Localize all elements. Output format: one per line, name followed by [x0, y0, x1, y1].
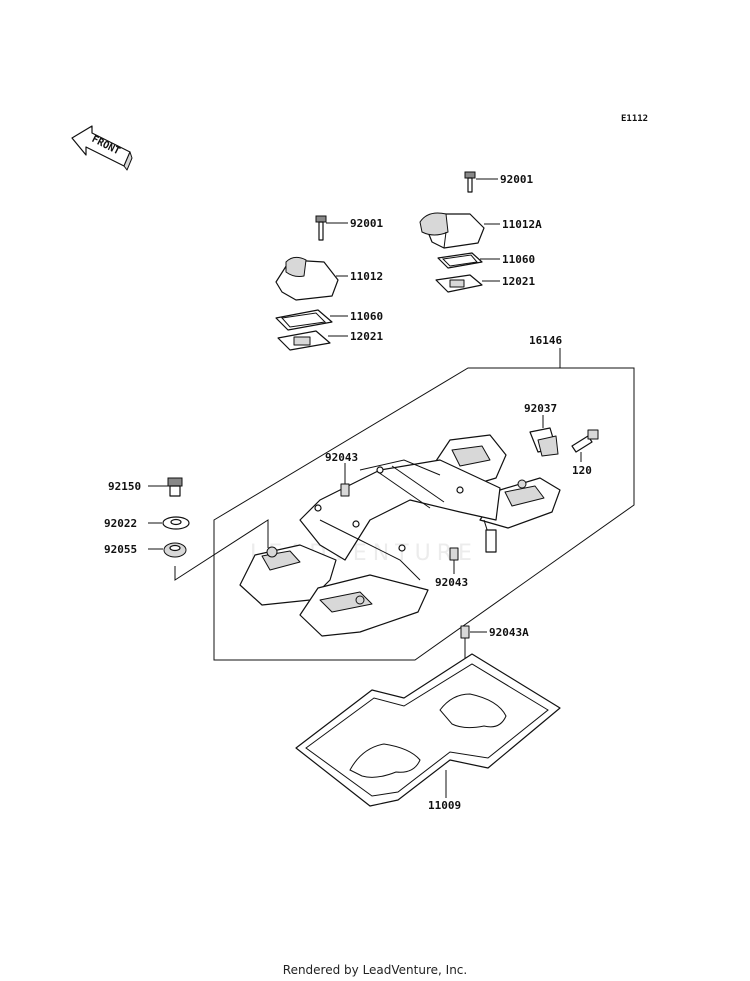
label-92043-upper: 92043 [325, 451, 358, 464]
label-92043a: 92043A [489, 626, 529, 639]
pin-92043-lower [449, 547, 459, 561]
label-11009: 11009 [428, 799, 461, 812]
gasket-11060-left [275, 309, 333, 331]
label-92001-right: 92001 [500, 173, 533, 186]
head-cover-gasket-11009 [295, 653, 561, 807]
gasket-11060-right [437, 252, 483, 269]
grommet-92055 [163, 542, 187, 558]
label-11012: 11012 [350, 270, 383, 283]
label-92150: 92150 [108, 480, 141, 493]
washer-92022 [162, 516, 190, 530]
label-92055: 92055 [104, 543, 137, 556]
diagram-code: E1112 [621, 114, 648, 124]
footer-credit: Rendered by LeadVenture, Inc. [282, 963, 468, 977]
bolt-120 [571, 429, 599, 453]
plate-12021-right [435, 274, 483, 293]
cylinder-head-cover [239, 434, 561, 637]
dowel-pin-92043a [460, 625, 470, 639]
label-12021-left: 12021 [350, 330, 383, 343]
label-11012a: 11012A [502, 218, 542, 231]
plate-12021-left [277, 330, 331, 351]
label-16146: 16146 [529, 334, 562, 347]
breather-cover-11012a [419, 212, 485, 249]
breather-cover-11012 [275, 256, 339, 301]
label-92001-left: 92001 [350, 217, 383, 230]
label-92037: 92037 [524, 402, 557, 415]
label-92043-lower: 92043 [435, 576, 468, 589]
bolt-92001-right [464, 171, 476, 193]
bolt-92001-left [315, 215, 327, 241]
label-12021-right: 12021 [502, 275, 535, 288]
label-11060-right: 11060 [502, 253, 535, 266]
label-92022: 92022 [104, 517, 137, 530]
bracket-92037 [529, 427, 559, 457]
assembly-frame [213, 367, 635, 661]
label-120: 120 [572, 464, 592, 477]
label-11060-left: 11060 [350, 310, 383, 323]
pin-92043-upper [340, 483, 350, 497]
bolt-92150 [167, 477, 183, 497]
front-arrow-icon: FRONT [71, 125, 133, 171]
